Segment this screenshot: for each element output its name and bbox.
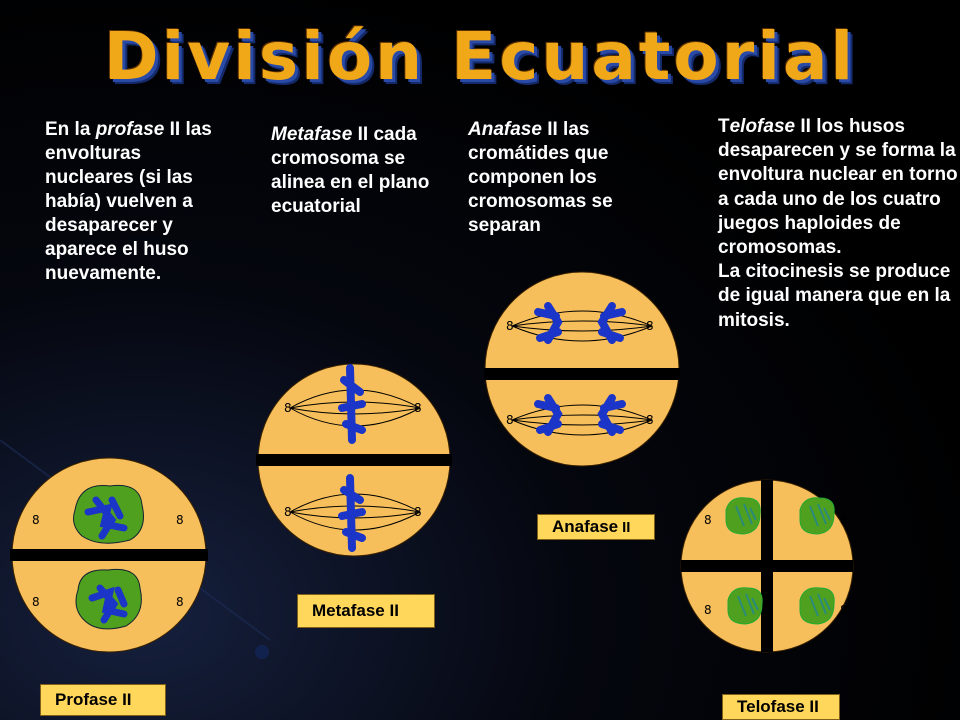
- metafase-description: Metafase II cada cromosoma se alinea en …: [271, 124, 430, 217]
- nucleus: [727, 587, 763, 625]
- svg-text:8: 8: [284, 505, 292, 519]
- svg-text:8: 8: [840, 513, 848, 527]
- svg-text:8: 8: [32, 513, 40, 527]
- svg-text:8: 8: [414, 505, 422, 519]
- metafase-label: Metafase II: [297, 594, 435, 628]
- svg-text:8: 8: [506, 319, 514, 333]
- chromosome: [88, 584, 128, 624]
- profase-label: Profase II: [40, 684, 166, 716]
- svg-text:8: 8: [176, 513, 184, 527]
- svg-text:8: 8: [704, 513, 712, 527]
- svg-text:8: 8: [704, 603, 712, 617]
- chromosome: [534, 394, 563, 436]
- chromosome: [84, 496, 128, 540]
- telofase-description: Telofase II los husos desaparecen y se f…: [718, 116, 958, 331]
- telofase-cell: 8 8 8 8: [680, 479, 854, 653]
- nucleus: [799, 497, 835, 535]
- svg-text:8: 8: [32, 595, 40, 609]
- chromosome: [597, 394, 626, 436]
- nucleus: [725, 497, 761, 535]
- chromosome: [338, 474, 366, 552]
- svg-text:8: 8: [646, 413, 654, 427]
- svg-text:8: 8: [414, 401, 422, 415]
- svg-text:8: 8: [646, 319, 654, 333]
- page-title: División Ecuatorial: [103, 18, 857, 95]
- profase-cell: 8 8 8 8: [10, 457, 208, 653]
- svg-text:8: 8: [284, 401, 292, 415]
- profase-description: En la profase II las envolturas nucleare…: [45, 119, 212, 284]
- svg-text:8: 8: [506, 413, 514, 427]
- anafase-description: Anafase II las cromátides que componen l…: [468, 119, 613, 236]
- chromosome: [534, 302, 563, 344]
- svg-text:8: 8: [176, 595, 184, 609]
- chromosome: [338, 364, 366, 444]
- telofase-label: Telofase II: [722, 694, 840, 720]
- anafase-cell: 8 8 8 8: [484, 271, 680, 467]
- metafase-cell: 8 8 8 8: [256, 363, 452, 557]
- chromosome: [597, 302, 626, 344]
- nucleus: [799, 587, 835, 625]
- svg-text:8: 8: [840, 603, 848, 617]
